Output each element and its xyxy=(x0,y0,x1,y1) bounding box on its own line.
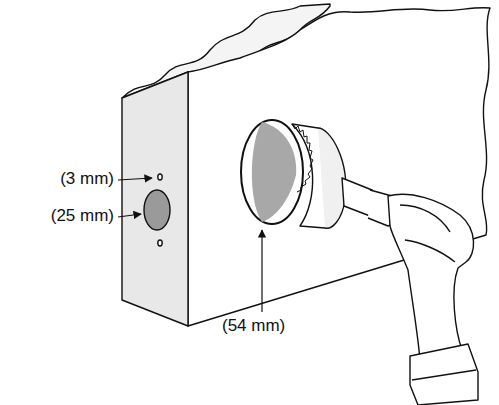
screw-hole xyxy=(158,240,162,246)
bore-hole-inside xyxy=(252,122,296,222)
drill-battery-detail xyxy=(412,370,476,380)
dimension-label: (3 mm) xyxy=(60,170,114,189)
hole-saw-teeth xyxy=(292,124,313,192)
leader-line xyxy=(261,230,262,312)
dimension-label: (54 mm) xyxy=(222,317,285,336)
door-edge xyxy=(122,72,188,326)
leader-line xyxy=(118,178,152,180)
drill-battery xyxy=(410,344,478,405)
drill-body-detail xyxy=(400,205,455,262)
dimension-label: (25 mm) xyxy=(51,207,114,226)
drill-body xyxy=(388,194,474,360)
bore-hole xyxy=(241,120,303,224)
screw-hole xyxy=(158,174,162,180)
leader-line xyxy=(118,214,141,217)
latch-hole xyxy=(144,190,170,230)
